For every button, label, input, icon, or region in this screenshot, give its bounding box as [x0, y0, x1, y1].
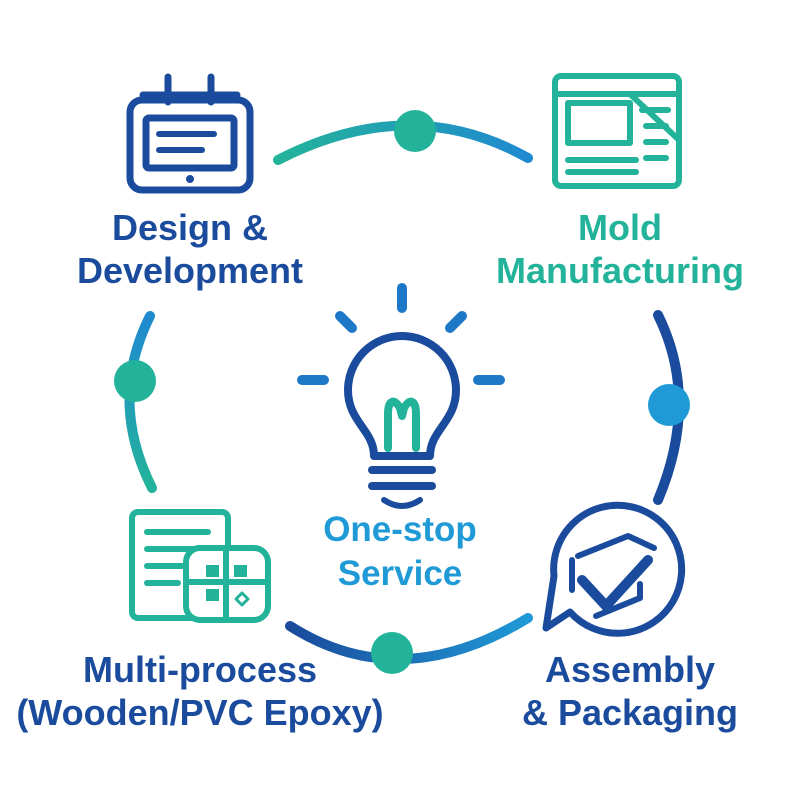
ring-node-right: [648, 384, 690, 426]
mold-blueprint-icon: [552, 73, 682, 189]
ring-node-top: [394, 110, 436, 152]
step-label-multi-process: Multi-process (Wooden/PVC Epoxy): [0, 648, 400, 734]
ring-arc-left: [124, 311, 157, 493]
step-label-line1: Assembly: [544, 649, 716, 690]
step-label-assembly-packaging: Assembly & Packaging: [480, 648, 780, 734]
step-label-line2: Development: [76, 250, 304, 291]
center-label-one-stop-service: One-stop Service: [285, 508, 515, 596]
document-puzzle-icon: [129, 509, 271, 623]
step-label-line2: Manufacturing: [496, 250, 744, 291]
center-label-line2: Service: [337, 554, 463, 593]
step-label-line2: & Packaging: [521, 692, 739, 733]
tablet-design-icon: [126, 73, 254, 194]
step-label-line1: Multi-process: [82, 649, 318, 690]
center-label-line1: One-stop: [323, 510, 477, 549]
step-label-line1: Design &: [111, 207, 269, 248]
step-label-line1: Mold: [578, 207, 662, 248]
step-label-mold-manufacturing: Mold Manufacturing: [460, 206, 780, 292]
lightbulb-icon: [297, 283, 505, 509]
step-label-line2: (Wooden/PVC Epoxy): [16, 692, 384, 733]
ring-node-left: [114, 360, 156, 402]
step-label-design-development: Design & Development: [40, 206, 340, 292]
box-checkmark-icon: [542, 501, 686, 637]
ring-node-bottom: [371, 632, 413, 674]
